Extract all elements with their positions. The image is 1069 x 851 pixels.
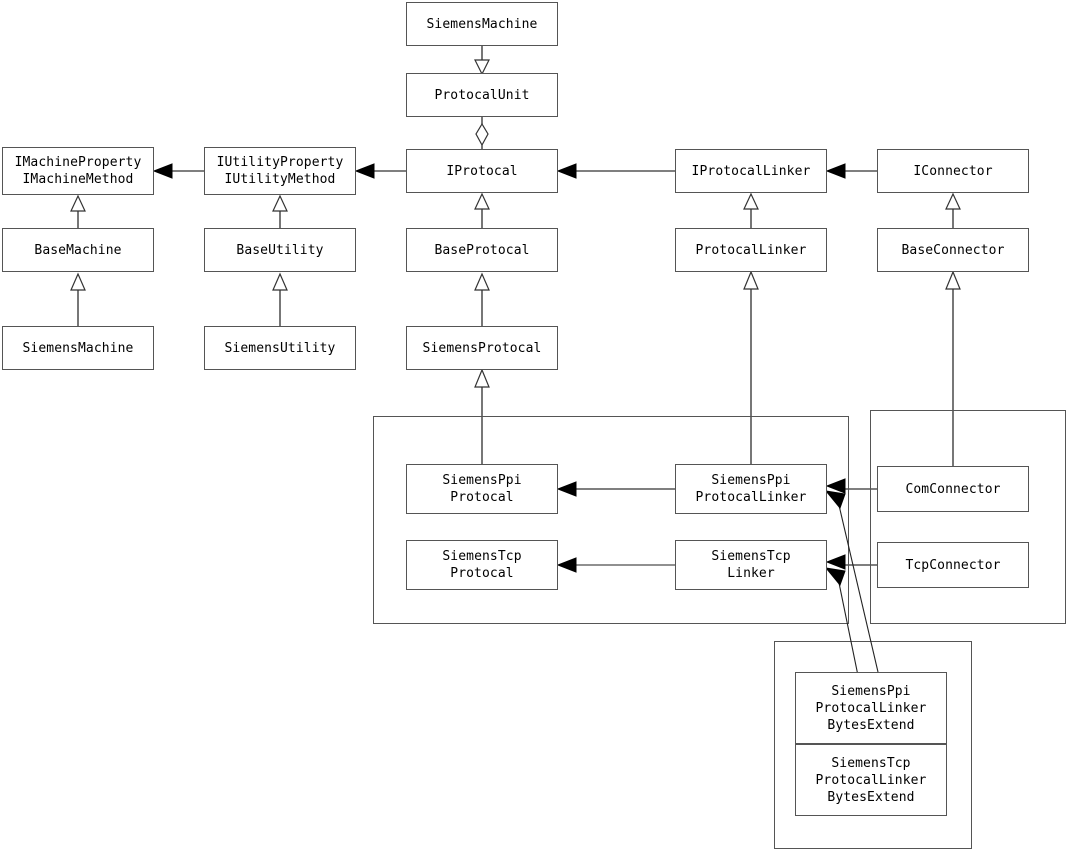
edge-siemensprotocal-baseprotocal — [474, 272, 490, 326]
edge-siemensutility-baseutility — [272, 272, 288, 326]
class-node-comConnector[interactable]: ComConnector — [877, 466, 1029, 512]
class-node-iProtocal[interactable]: IProtocal — [406, 149, 558, 193]
edge-siemensmachine-basemachine — [70, 272, 86, 326]
edge-siemensmachine-protocalunit — [474, 46, 490, 76]
class-node-iConnector[interactable]: IConnector — [877, 149, 1029, 193]
class-node-siemensUtility[interactable]: SiemensUtility — [204, 326, 356, 370]
group-connector-impl — [870, 410, 1066, 624]
edge-iprotocal-iutility — [354, 163, 406, 179]
group-protocal-impl — [373, 416, 849, 624]
class-node-baseUtility[interactable]: BaseUtility — [204, 228, 356, 272]
edge-baseutility-iutility — [272, 194, 288, 228]
class-node-siemensPpiLinker[interactable]: SiemensPpi ProtocalLinker — [675, 464, 827, 514]
class-node-baseMachine[interactable]: BaseMachine — [2, 228, 154, 272]
class-node-iProtocalLinker[interactable]: IProtocalLinker — [675, 149, 827, 193]
class-node-baseConnector[interactable]: BaseConnector — [877, 228, 1029, 272]
class-node-protocalLinker[interactable]: ProtocalLinker — [675, 228, 827, 272]
class-node-ppiBytesExtend[interactable]: SiemensPpi ProtocalLinker BytesExtend — [795, 672, 947, 744]
class-node-iUtility[interactable]: IUtilityProperty IUtilityMethod — [204, 147, 356, 195]
edge-basemachine-imachine — [70, 194, 86, 228]
edge-baseconnector-iconnector — [945, 192, 961, 228]
class-node-siemensPpiProtocal[interactable]: SiemensPpi Protocal — [406, 464, 558, 514]
edge-baseprotocal-iprotocal — [474, 192, 490, 228]
class-node-tcpConnector[interactable]: TcpConnector — [877, 542, 1029, 588]
class-node-baseProtocal[interactable]: BaseProtocal — [406, 228, 558, 272]
class-node-siemensProtocal[interactable]: SiemensProtocal — [406, 326, 558, 370]
edge-protocalunit-iprotocal — [475, 117, 489, 149]
class-node-protocalUnit[interactable]: ProtocalUnit — [406, 73, 558, 117]
class-node-iMachine[interactable]: IMachineProperty IMachineMethod — [2, 147, 154, 195]
edge-protocallinker-iprotocallinker — [743, 192, 759, 228]
edge-iprotocallinker-iprotocal — [556, 163, 675, 179]
class-node-siemensTcpLinker[interactable]: SiemensTcp Linker — [675, 540, 827, 590]
class-node-tcpBytesExtend[interactable]: SiemensTcp ProtocalLinker BytesExtend — [795, 744, 947, 816]
class-node-siemensTcpProtocal[interactable]: SiemensTcp Protocal — [406, 540, 558, 590]
edge-iconnector-iprotocallinker — [825, 163, 877, 179]
edge-iutility-imachine — [152, 163, 204, 179]
class-node-siemensMachineTop[interactable]: SiemensMachine — [406, 2, 558, 46]
class-node-siemensMachine[interactable]: SiemensMachine — [2, 326, 154, 370]
